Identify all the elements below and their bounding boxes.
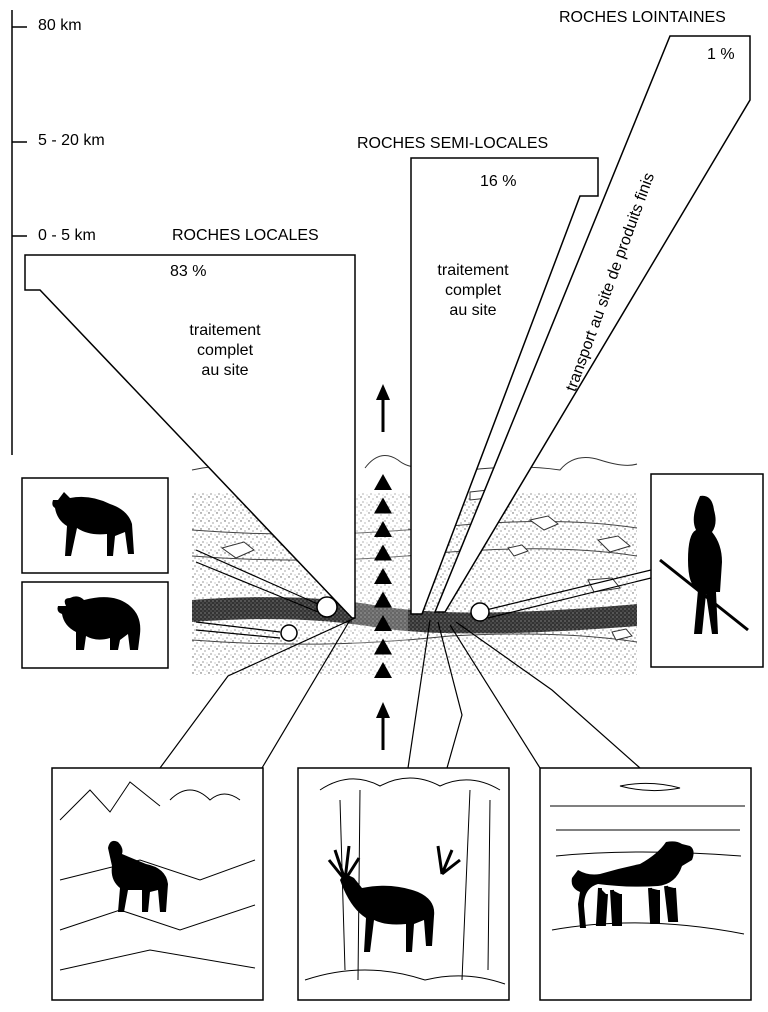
hyena-link-circle bbox=[317, 597, 337, 617]
local-zone-title: ROCHES LOCALES bbox=[172, 226, 319, 246]
scale-label-0-5km: 0 - 5 km bbox=[38, 226, 96, 246]
bear-icon bbox=[22, 582, 168, 668]
semi-local-zone-note-line-2: complet bbox=[425, 281, 521, 301]
semi-local-zone-note-line-3: au site bbox=[425, 301, 521, 321]
ibex-landscape-icon bbox=[52, 768, 263, 1000]
local-zone-note-line-3: au site bbox=[177, 361, 273, 381]
scale-label-5-20km: 5 - 20 km bbox=[38, 131, 105, 151]
human-link-circle bbox=[471, 603, 489, 621]
local-zone-note-line-1: traitement bbox=[177, 321, 273, 341]
distant-zone-percent: 1 % bbox=[707, 45, 735, 65]
semi-local-zone-percent: 16 % bbox=[480, 172, 516, 192]
bear-link-circle bbox=[281, 625, 297, 641]
scale-label-80km: 80 km bbox=[38, 16, 82, 36]
semi-local-zone-note-line-1: traitement bbox=[425, 261, 521, 281]
human-hunter-icon bbox=[651, 474, 763, 667]
local-zone-percent: 83 % bbox=[170, 262, 206, 282]
horse-steppe-icon bbox=[540, 768, 751, 1000]
up-arrow-icon bbox=[376, 702, 390, 750]
distant-zone-title: ROCHES LOINTAINES bbox=[559, 8, 726, 28]
up-arrow-icon bbox=[376, 384, 390, 432]
local-zone-note-line-2: complet bbox=[177, 341, 273, 361]
distance-scale bbox=[12, 10, 27, 455]
semi-local-zone-title: ROCHES SEMI-LOCALES bbox=[357, 134, 548, 154]
deer-forest-icon bbox=[298, 768, 509, 1000]
hyena-icon bbox=[22, 478, 168, 573]
